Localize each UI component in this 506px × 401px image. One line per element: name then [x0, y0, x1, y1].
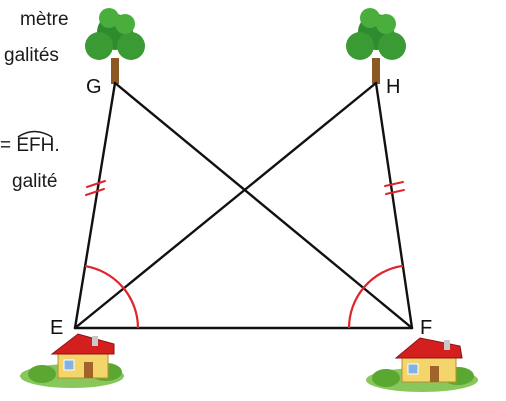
tree-icon: [85, 8, 145, 84]
point-label-e: E: [50, 317, 63, 339]
angle-hat: [17, 130, 53, 138]
point-label-g: G: [86, 76, 102, 98]
tick-marks-ge: [85, 180, 106, 196]
text-fragment-2: galités: [4, 45, 59, 66]
house-icon: [20, 333, 124, 388]
segments: [73, 81, 414, 330]
house-icon: [366, 337, 478, 392]
point-label-f: F: [420, 317, 432, 339]
segment-gf: [113, 81, 414, 330]
segment-he: [73, 81, 378, 330]
tree-icon: [346, 8, 406, 84]
angle-arc-f: [347, 264, 404, 329]
text-fragment-4: galité: [12, 171, 58, 192]
angle-arc-e: [84, 265, 140, 329]
point-label-h: H: [386, 76, 400, 98]
angle-efh: EFH.: [16, 130, 60, 155]
text-fragment-3: = EFH.: [0, 130, 60, 156]
segment-ge: [73, 81, 117, 330]
equals-sign: =: [0, 135, 17, 156]
tick-marks-hf: [384, 181, 405, 195]
segment-hf: [374, 81, 414, 330]
text-fragment-1: mètre: [20, 9, 69, 30]
